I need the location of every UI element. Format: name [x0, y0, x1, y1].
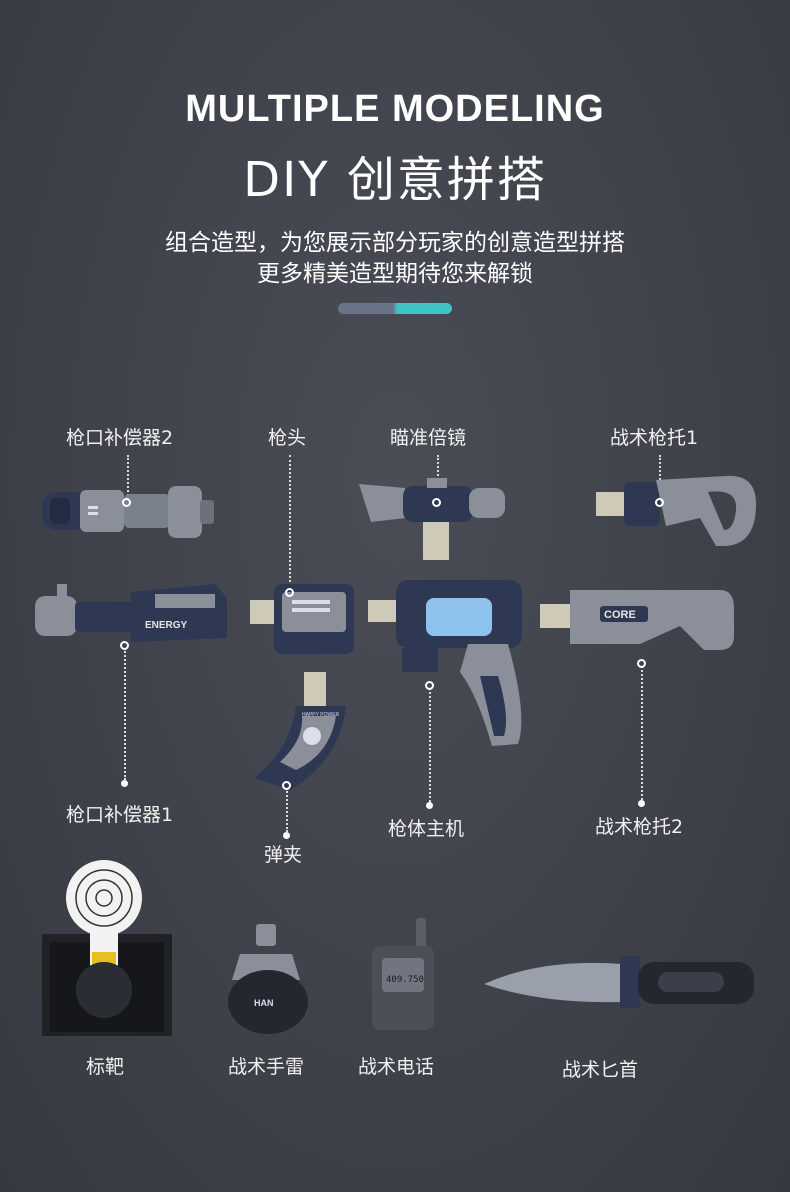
subtitle-line-1: 组合造型，为您展示部分玩家的创意造型拼搭 [165, 230, 625, 256]
tactical-stock-2-image: CORE [540, 586, 736, 666]
label-scope: 瞄准倍镜 [390, 427, 467, 449]
pointer-dot-body [425, 681, 434, 690]
pointer-dot-muzzle1 [120, 641, 129, 650]
leader-line-stock1 [659, 455, 661, 500]
endpoint-stock2 [638, 800, 645, 807]
happy-power-engraving: HAPPY POWER [302, 712, 340, 718]
leader-line-body [429, 688, 431, 802]
label-grenade: 战术手雷 [228, 1056, 305, 1078]
subtitle-line-2: 更多精美造型期待您来解锁 [257, 261, 533, 287]
leader-line-magazine [286, 788, 288, 832]
gun-head-image [248, 582, 356, 658]
grenade-image: HAN [222, 918, 314, 1036]
label-muzzle-compensator-1: 枪口补偿器1 [66, 804, 174, 826]
pointer-dot-muzzle2 [122, 498, 131, 507]
endpoint-muzzle1 [121, 780, 128, 787]
endpoint-body [426, 802, 433, 809]
muzzle-compensator-2-image [40, 482, 220, 542]
label-tactical-stock-1: 战术枪托1 [610, 427, 699, 449]
leader-line-scope [437, 455, 439, 500]
radio-display-text: 409.750 [386, 975, 424, 985]
pointer-dot-stock1 [655, 498, 664, 507]
pointer-dot-gun-head [285, 588, 294, 597]
leader-line-muzzle1 [124, 648, 126, 780]
label-muzzle-compensator-2: 枪口补偿器2 [66, 427, 174, 449]
label-knife: 战术匕首 [562, 1059, 639, 1081]
pointer-dot-stock2 [637, 659, 646, 668]
label-gun-body: 枪体主机 [388, 818, 465, 840]
label-gun-head: 枪头 [268, 427, 307, 449]
title-chinese: DIY 创意拼搭 [243, 152, 547, 208]
muzzle-compensator-1-image: ENERGY [35, 578, 235, 648]
title-english: MULTIPLE MODELING [185, 88, 605, 130]
label-tactical-stock-2: 战术枪托2 [595, 816, 684, 838]
pointer-dot-magazine [282, 781, 291, 790]
leader-line-gun-head [289, 455, 291, 590]
core-engraving: CORE [604, 609, 636, 621]
leader-line-stock2 [641, 666, 643, 800]
label-radio: 战术电话 [358, 1056, 435, 1078]
svg-text:HAN: HAN [254, 998, 274, 1008]
accent-bar [338, 303, 452, 314]
tactical-stock-1-image [596, 474, 758, 550]
leader-line-muzzle2 [127, 455, 129, 500]
label-target: 标靶 [86, 1056, 125, 1078]
target-image [42, 858, 174, 1038]
label-magazine: 弹夹 [264, 844, 303, 866]
pointer-dot-scope [432, 498, 441, 507]
energy-engraving: ENERGY [145, 620, 188, 631]
gun-body-image [368, 576, 528, 752]
knife-image [482, 948, 758, 1012]
radio-image: 409.750 [370, 918, 440, 1032]
magazine-image: HAPPY POWER [250, 670, 350, 792]
endpoint-magazine [283, 832, 290, 839]
scope-image [357, 474, 507, 564]
